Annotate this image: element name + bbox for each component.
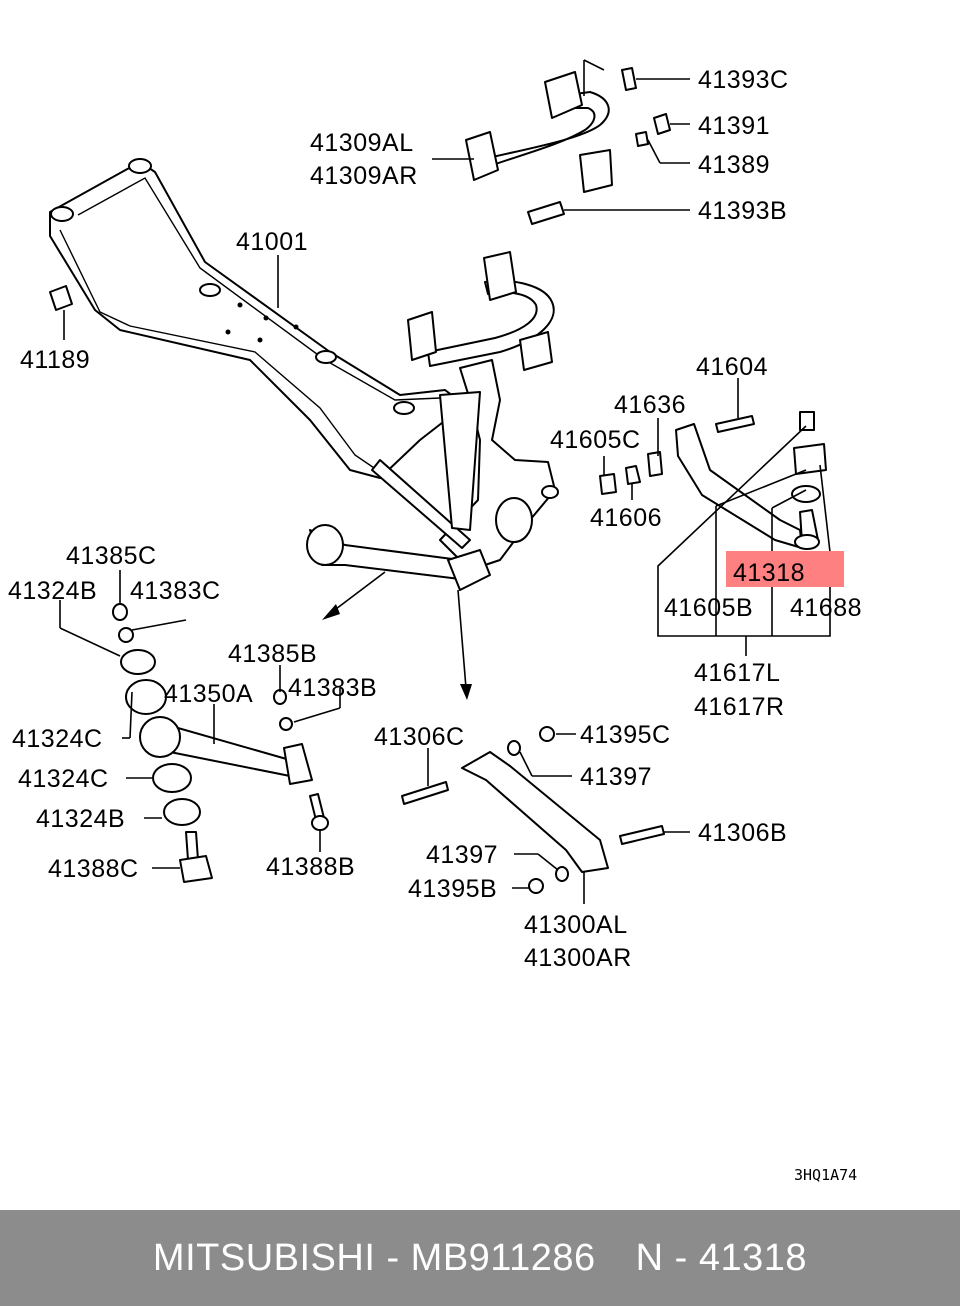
highlight-box: [726, 551, 844, 587]
upper-arm-41617-part: [599, 411, 827, 550]
footer-part-number: MB911286: [410, 1236, 596, 1279]
label-41636: 41636: [614, 391, 686, 419]
label-41309AR: 41309AR: [310, 162, 418, 190]
label-41397-top: 41397: [580, 763, 652, 791]
lower-arm-41350A-assembly: [306, 524, 491, 591]
label-41688: 41688: [790, 594, 862, 622]
parts-diagram: 41393C 41391 41389 41309AL 41309AR 41393…: [8, 59, 862, 1184]
label-41306C: 41306C: [374, 723, 465, 751]
part-labels: 41393C 41391 41389 41309AL 41309AR 41393…: [8, 66, 862, 1184]
knuckle-part: [371, 359, 559, 571]
label-41395B: 41395B: [408, 875, 497, 903]
label-41324C-bottom: 41324C: [18, 765, 109, 793]
footer-dash-1: -: [386, 1236, 400, 1279]
label-41393C: 41393C: [698, 66, 789, 94]
label-41189: 41189: [20, 346, 90, 374]
label-41389: 41389: [698, 151, 770, 179]
label-41388C: 41388C: [48, 855, 139, 883]
label-41617L: 41617L: [694, 659, 780, 687]
drawing-code: 3HQ1A74: [794, 1166, 857, 1184]
footer-index-letter: N: [635, 1236, 664, 1279]
label-41388B: 41388B: [266, 853, 355, 881]
label-41395C: 41395C: [580, 721, 671, 749]
label-41606: 41606: [590, 504, 662, 532]
label-41605B: 41605B: [664, 594, 753, 622]
label-41001: 41001: [236, 228, 308, 256]
label-41324C-top: 41324C: [12, 725, 103, 753]
stabilizer-bar-part: [49, 67, 671, 371]
label-41385B: 41385B: [228, 640, 317, 668]
label-41309AL: 41309AL: [310, 129, 414, 157]
label-41350A: 41350A: [164, 680, 253, 708]
direction-arrows: [322, 571, 472, 700]
label-41617R: 41617R: [694, 693, 785, 721]
footer-dash-2: -: [674, 1236, 688, 1279]
label-41300AL: 41300AL: [524, 911, 628, 939]
label-41605C: 41605C: [550, 426, 641, 454]
arm-41300-part: [401, 726, 665, 894]
label-41318: 41318: [733, 559, 805, 587]
label-41391: 41391: [698, 112, 770, 140]
label-41383C: 41383C: [130, 577, 221, 605]
arm-41350A-exploded: [112, 603, 329, 883]
footer-brand: MITSUBISHI: [152, 1236, 376, 1279]
label-41383B: 41383B: [288, 674, 377, 702]
label-41393B: 41393B: [698, 197, 787, 225]
footer-ref-number: 41318: [698, 1236, 808, 1279]
footer-bar: MITSUBISHI - MB911286 N - 41318: [0, 1210, 960, 1306]
label-41324B-top: 41324B: [8, 577, 97, 605]
label-41397-bottom: 41397: [426, 841, 498, 869]
label-41324B-bottom: 41324B: [36, 805, 125, 833]
crossmember-part: [49, 158, 466, 479]
label-41306B: 41306B: [698, 819, 787, 847]
label-41385C: 41385C: [66, 542, 157, 570]
label-41604: 41604: [696, 353, 768, 381]
label-41300AR: 41300AR: [524, 944, 632, 972]
